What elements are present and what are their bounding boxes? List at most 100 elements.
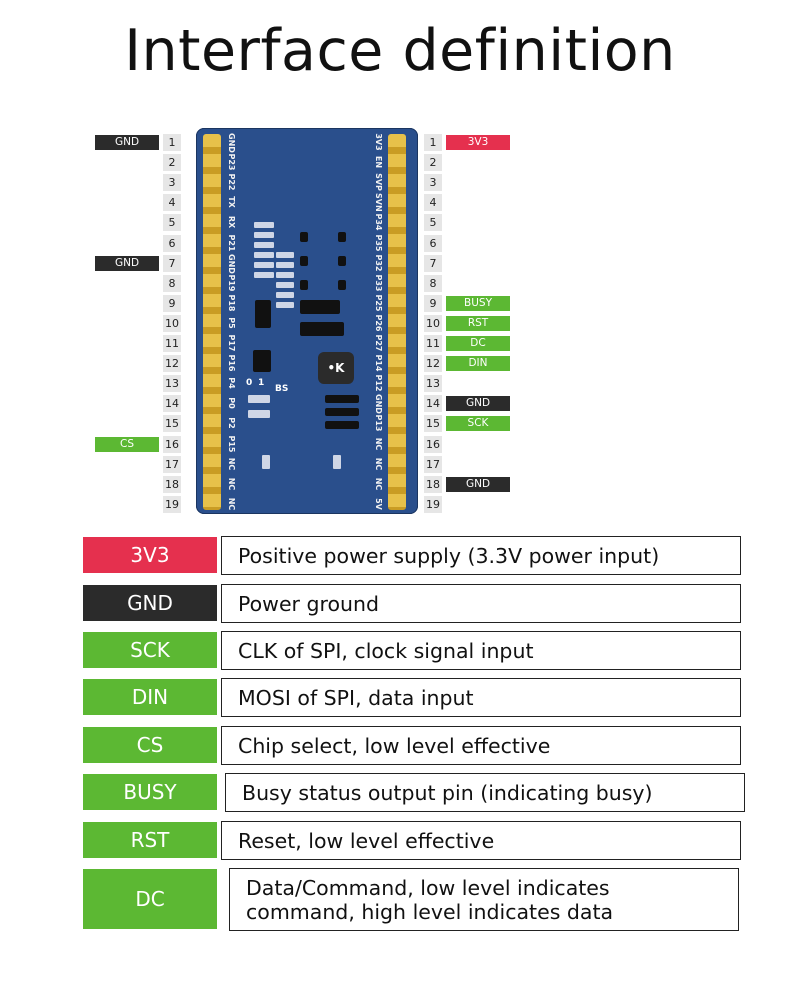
driver-board — [196, 128, 418, 514]
pin-number-left: 14 — [163, 395, 181, 413]
pin-number-right: 19 — [424, 495, 442, 513]
board-resistor — [254, 252, 274, 258]
pin-number-left: 6 — [163, 234, 181, 252]
board-resistor — [254, 222, 274, 228]
legend-description: Reset, low level effective — [221, 821, 741, 860]
bs-zero-label: 0 — [246, 378, 253, 388]
board-led-label: •K — [327, 361, 345, 375]
left-pin-header — [203, 134, 221, 510]
pin-number-left: 7 — [163, 254, 181, 272]
pin-number-right: 5 — [424, 214, 442, 232]
legend-description-text: CLK of SPI, clock signal input — [238, 639, 533, 663]
silkscreen-left: P15 — [227, 435, 236, 452]
bs-switch-label: BS — [275, 384, 289, 394]
pin-number-left: 5 — [163, 214, 181, 232]
silkscreen-right: P35 — [374, 234, 383, 251]
silkscreen-left: P19 — [227, 274, 236, 292]
silkscreen-right: NC — [374, 457, 383, 470]
pin-number-right: 7 — [424, 254, 442, 272]
board-component — [300, 280, 308, 290]
silkscreen-left: P21 — [227, 234, 236, 251]
board-resistor — [248, 395, 270, 403]
pin-number-left: 10 — [163, 314, 181, 332]
pin-number-left: 11 — [163, 335, 181, 352]
pin-label-left: GND — [95, 255, 159, 271]
board-component — [253, 350, 271, 372]
legend-description-text: Reset, low level effective — [238, 829, 494, 853]
pin-number-right: 6 — [424, 234, 442, 252]
legend-description-line: Busy status output pin (indicating busy) — [242, 780, 653, 805]
pin-number-right: 17 — [424, 455, 442, 473]
silkscreen-left: GND — [227, 253, 236, 274]
board-component — [338, 256, 346, 266]
silkscreen-left: P18 — [227, 294, 236, 312]
silkscreen-right: 3V3 — [374, 133, 383, 151]
silkscreen-left: P22 — [227, 173, 236, 191]
pin-number-right: 14 — [424, 395, 442, 413]
pin-number-left: 18 — [163, 475, 181, 493]
board-resistor — [276, 272, 294, 278]
board-resistor — [333, 455, 341, 469]
pin-label-right: GND — [446, 476, 510, 492]
pin-number-right: 13 — [424, 375, 442, 393]
pin-number-left: 4 — [163, 194, 181, 212]
page-title: Interface definition — [124, 18, 676, 84]
legend-description-line: CLK of SPI, clock signal input — [238, 638, 534, 663]
silkscreen-right: P32 — [374, 254, 383, 272]
pin-number-right: 4 — [424, 194, 442, 212]
bs-one-label: 1 — [258, 378, 265, 388]
pin-number-right: 16 — [424, 435, 442, 453]
board-resistor — [254, 232, 274, 238]
pin-number-left: 12 — [163, 355, 181, 373]
silkscreen-left: P16 — [227, 354, 236, 372]
pin-number-right: 12 — [424, 355, 442, 373]
board-component — [255, 300, 271, 328]
silkscreen-right: SVN — [374, 193, 383, 212]
legend-description-text: Chip select, low level effective — [238, 734, 550, 758]
silkscreen-right: SVP — [374, 173, 383, 192]
board-component — [325, 395, 359, 403]
legend-tag-3v3: 3V3 — [83, 537, 217, 573]
pin-number-right: 9 — [424, 294, 442, 312]
silkscreen-right: NC — [374, 477, 383, 490]
legend-description-line: command, high level indicates data — [246, 899, 614, 924]
legend-description-line: Chip select, low level effective — [238, 733, 551, 758]
silkscreen-left: P4 — [227, 377, 236, 389]
pin-number-right: 15 — [424, 415, 442, 433]
legend-description-text: Positive power supply (3.3V power input) — [238, 544, 659, 568]
legend-description: Positive power supply (3.3V power input) — [221, 536, 741, 575]
legend-description-line: Data/Command, low level indicates — [246, 875, 610, 900]
silkscreen-left: TX — [227, 196, 236, 209]
silkscreen-right: P13 — [374, 414, 383, 432]
silkscreen-left: RX — [227, 216, 236, 229]
legend-description-line: Positive power supply (3.3V power input) — [238, 543, 660, 568]
silkscreen-right: P27 — [374, 334, 383, 352]
board-resistor — [254, 242, 274, 248]
silkscreen-right: P14 — [374, 354, 383, 372]
pin-label-right: SCK — [446, 416, 510, 432]
pin-label-right: RST — [446, 315, 510, 331]
silkscreen-right: 5V — [374, 497, 383, 510]
pin-label-right: GND — [446, 396, 510, 412]
legend-description: Power ground — [221, 584, 741, 623]
legend-description: Busy status output pin (indicating busy) — [225, 773, 745, 812]
legend-tag-rst: RST — [83, 822, 217, 858]
silkscreen-left: NC — [227, 457, 236, 470]
board-resistor — [248, 410, 270, 418]
silkscreen-left: GND — [227, 133, 236, 153]
board-component — [300, 256, 308, 266]
legend-tag-gnd: GND — [83, 585, 217, 621]
board-component — [325, 408, 359, 416]
board-resistor — [262, 455, 270, 469]
legend-tag-dc: DC — [83, 869, 217, 929]
silkscreen-right: NC — [374, 437, 383, 450]
legend-description-text: Busy status output pin (indicating busy) — [242, 781, 653, 805]
board-resistor — [276, 282, 294, 288]
silkscreen-left: NC — [227, 497, 236, 511]
silkscreen-left: P23 — [227, 153, 236, 171]
pin-number-left: 2 — [163, 154, 181, 172]
silkscreen-left: NC — [227, 477, 236, 490]
pin-number-right: 3 — [424, 174, 442, 192]
